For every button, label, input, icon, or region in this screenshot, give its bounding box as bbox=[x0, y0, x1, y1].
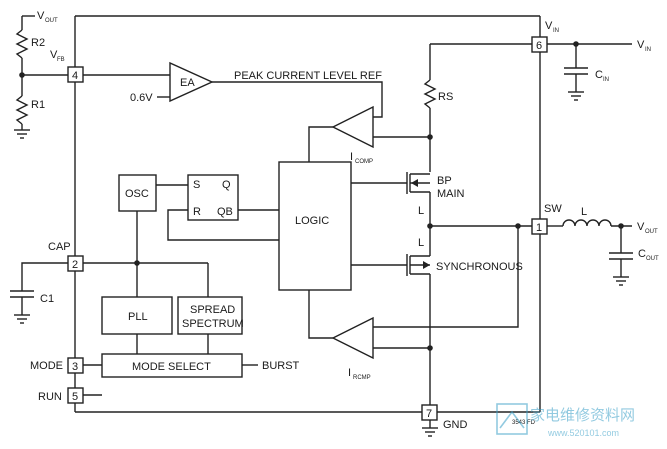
mode-label: MODE bbox=[30, 360, 63, 372]
gnd-label: GND bbox=[443, 419, 468, 431]
vout-top-sub: OUT bbox=[45, 18, 58, 24]
pin-4: 4 bbox=[67, 66, 84, 83]
sync-nmos-switch: L SYNCHRONOUS bbox=[351, 223, 532, 405]
icomp-sub: COMP bbox=[355, 159, 373, 165]
run-pin-wiring: RUN bbox=[38, 391, 102, 403]
icomp-comparator: I COMP bbox=[308, 105, 430, 165]
rs-resistor bbox=[423, 79, 437, 109]
svg-text:4: 4 bbox=[72, 70, 78, 82]
oscillator-block: OSC bbox=[118, 174, 188, 263]
watermark-url: www.520101.com bbox=[547, 428, 619, 438]
vout-right-sub: OUT bbox=[645, 229, 658, 235]
vout-right-label: V bbox=[637, 221, 645, 233]
run-label: RUN bbox=[38, 391, 62, 403]
ground-symbol-cout bbox=[613, 276, 629, 286]
ircmp-comparator: I RCMP bbox=[308, 223, 521, 381]
cin-sub: IN bbox=[603, 77, 609, 83]
vin-pin-label: V bbox=[545, 20, 553, 32]
cin-label: C bbox=[595, 69, 603, 81]
r1-resistor bbox=[15, 95, 29, 125]
ground-symbol-r1 bbox=[14, 129, 30, 139]
ref-06v-label: 0.6V bbox=[130, 92, 153, 104]
watermark-text: 家电维修资料网 bbox=[530, 406, 635, 424]
cap-label: CAP bbox=[48, 241, 71, 253]
cap-network: CAP C1 bbox=[10, 241, 209, 324]
svg-text:2: 2 bbox=[72, 259, 78, 271]
mode-select-label: MODE SELECT bbox=[132, 361, 211, 373]
pin-1: 1 bbox=[531, 218, 548, 235]
cout-sub: OUT bbox=[646, 256, 659, 262]
sr-s-label: S bbox=[193, 179, 200, 191]
burst-label: BURST bbox=[262, 360, 300, 372]
sr-r-label: R bbox=[193, 206, 201, 218]
spread-label: SPREAD bbox=[190, 304, 235, 316]
vin-pin-sub: IN bbox=[553, 28, 559, 34]
sr-q-label: Q bbox=[222, 179, 231, 191]
ground-symbol-cin bbox=[568, 91, 584, 101]
vin-input-network: RS V IN V IN C IN bbox=[423, 20, 651, 172]
inductor-label: L bbox=[581, 206, 587, 218]
watermark: 家电维修资料网 www.520101.com bbox=[496, 403, 635, 438]
pin-5: 5 bbox=[67, 387, 84, 404]
spread-spectrum-block: SPREAD SPECTRUM bbox=[177, 296, 244, 354]
synchronous-label: SYNCHRONOUS bbox=[436, 261, 523, 273]
vout-top-label: V bbox=[37, 10, 45, 22]
error-amplifier: EA 0.6V PEAK CURRENT LEVEL REF bbox=[83, 61, 383, 118]
c1-label: C1 bbox=[40, 293, 54, 305]
main-pmos-switch: BP MAIN L bbox=[351, 172, 465, 226]
feedback-divider: V OUT R2 R1 V FB bbox=[14, 10, 68, 139]
main-label: MAIN bbox=[437, 188, 465, 200]
logic-label: LOGIC bbox=[295, 215, 329, 227]
vin-out-label: V bbox=[637, 39, 645, 51]
mode-select-block: MODE SELECT BURST MODE bbox=[30, 353, 300, 378]
logic-block: LOGIC bbox=[278, 161, 352, 291]
spectrum-label: SPECTRUM bbox=[182, 318, 244, 330]
cout-label: C bbox=[638, 248, 646, 260]
r1-label: R1 bbox=[31, 99, 45, 111]
output-inductor bbox=[562, 219, 612, 227]
ircmp-label: I bbox=[348, 367, 351, 379]
rs-label: RS bbox=[438, 91, 453, 103]
icomp-label: I bbox=[350, 151, 353, 163]
gnd-pin-wiring: GND 3543 FD bbox=[422, 419, 536, 437]
vin-out-sub: IN bbox=[645, 47, 651, 53]
r2-resistor bbox=[15, 29, 29, 59]
l-main-label: L bbox=[418, 205, 424, 217]
output-network: SW L V OUT C OUT bbox=[544, 203, 659, 286]
pll-block: PLL bbox=[101, 296, 173, 354]
ground-symbol-c1 bbox=[14, 314, 30, 324]
ground-symbol-gnd bbox=[422, 427, 438, 437]
pin-7: 7 bbox=[421, 404, 438, 421]
osc-label: OSC bbox=[125, 188, 149, 200]
r2-label: R2 bbox=[31, 37, 45, 49]
peak-ref-label: PEAK CURRENT LEVEL REF bbox=[234, 70, 382, 82]
bp-label: BP bbox=[437, 175, 452, 187]
l-sync-label: L bbox=[418, 237, 424, 249]
sr-latch: S Q R QB bbox=[167, 174, 279, 241]
pin-3: 3 bbox=[67, 357, 84, 374]
ea-label: EA bbox=[180, 77, 195, 89]
vfb-label: V bbox=[50, 49, 58, 61]
pin-2: 2 bbox=[67, 255, 84, 272]
vfb-sub: FB bbox=[57, 57, 65, 63]
sw-label: SW bbox=[544, 203, 562, 215]
svg-text:6: 6 bbox=[536, 40, 542, 52]
svg-text:7: 7 bbox=[426, 408, 432, 420]
svg-text:3: 3 bbox=[72, 361, 78, 373]
pll-label: PLL bbox=[128, 311, 148, 323]
svg-text:5: 5 bbox=[72, 391, 78, 403]
pin-6: 6 bbox=[531, 36, 548, 53]
svg-text:1: 1 bbox=[536, 222, 542, 234]
sr-qb-label: QB bbox=[217, 206, 233, 218]
figure-id: 3543 FD bbox=[512, 420, 536, 426]
ircmp-sub: RCMP bbox=[353, 375, 371, 381]
